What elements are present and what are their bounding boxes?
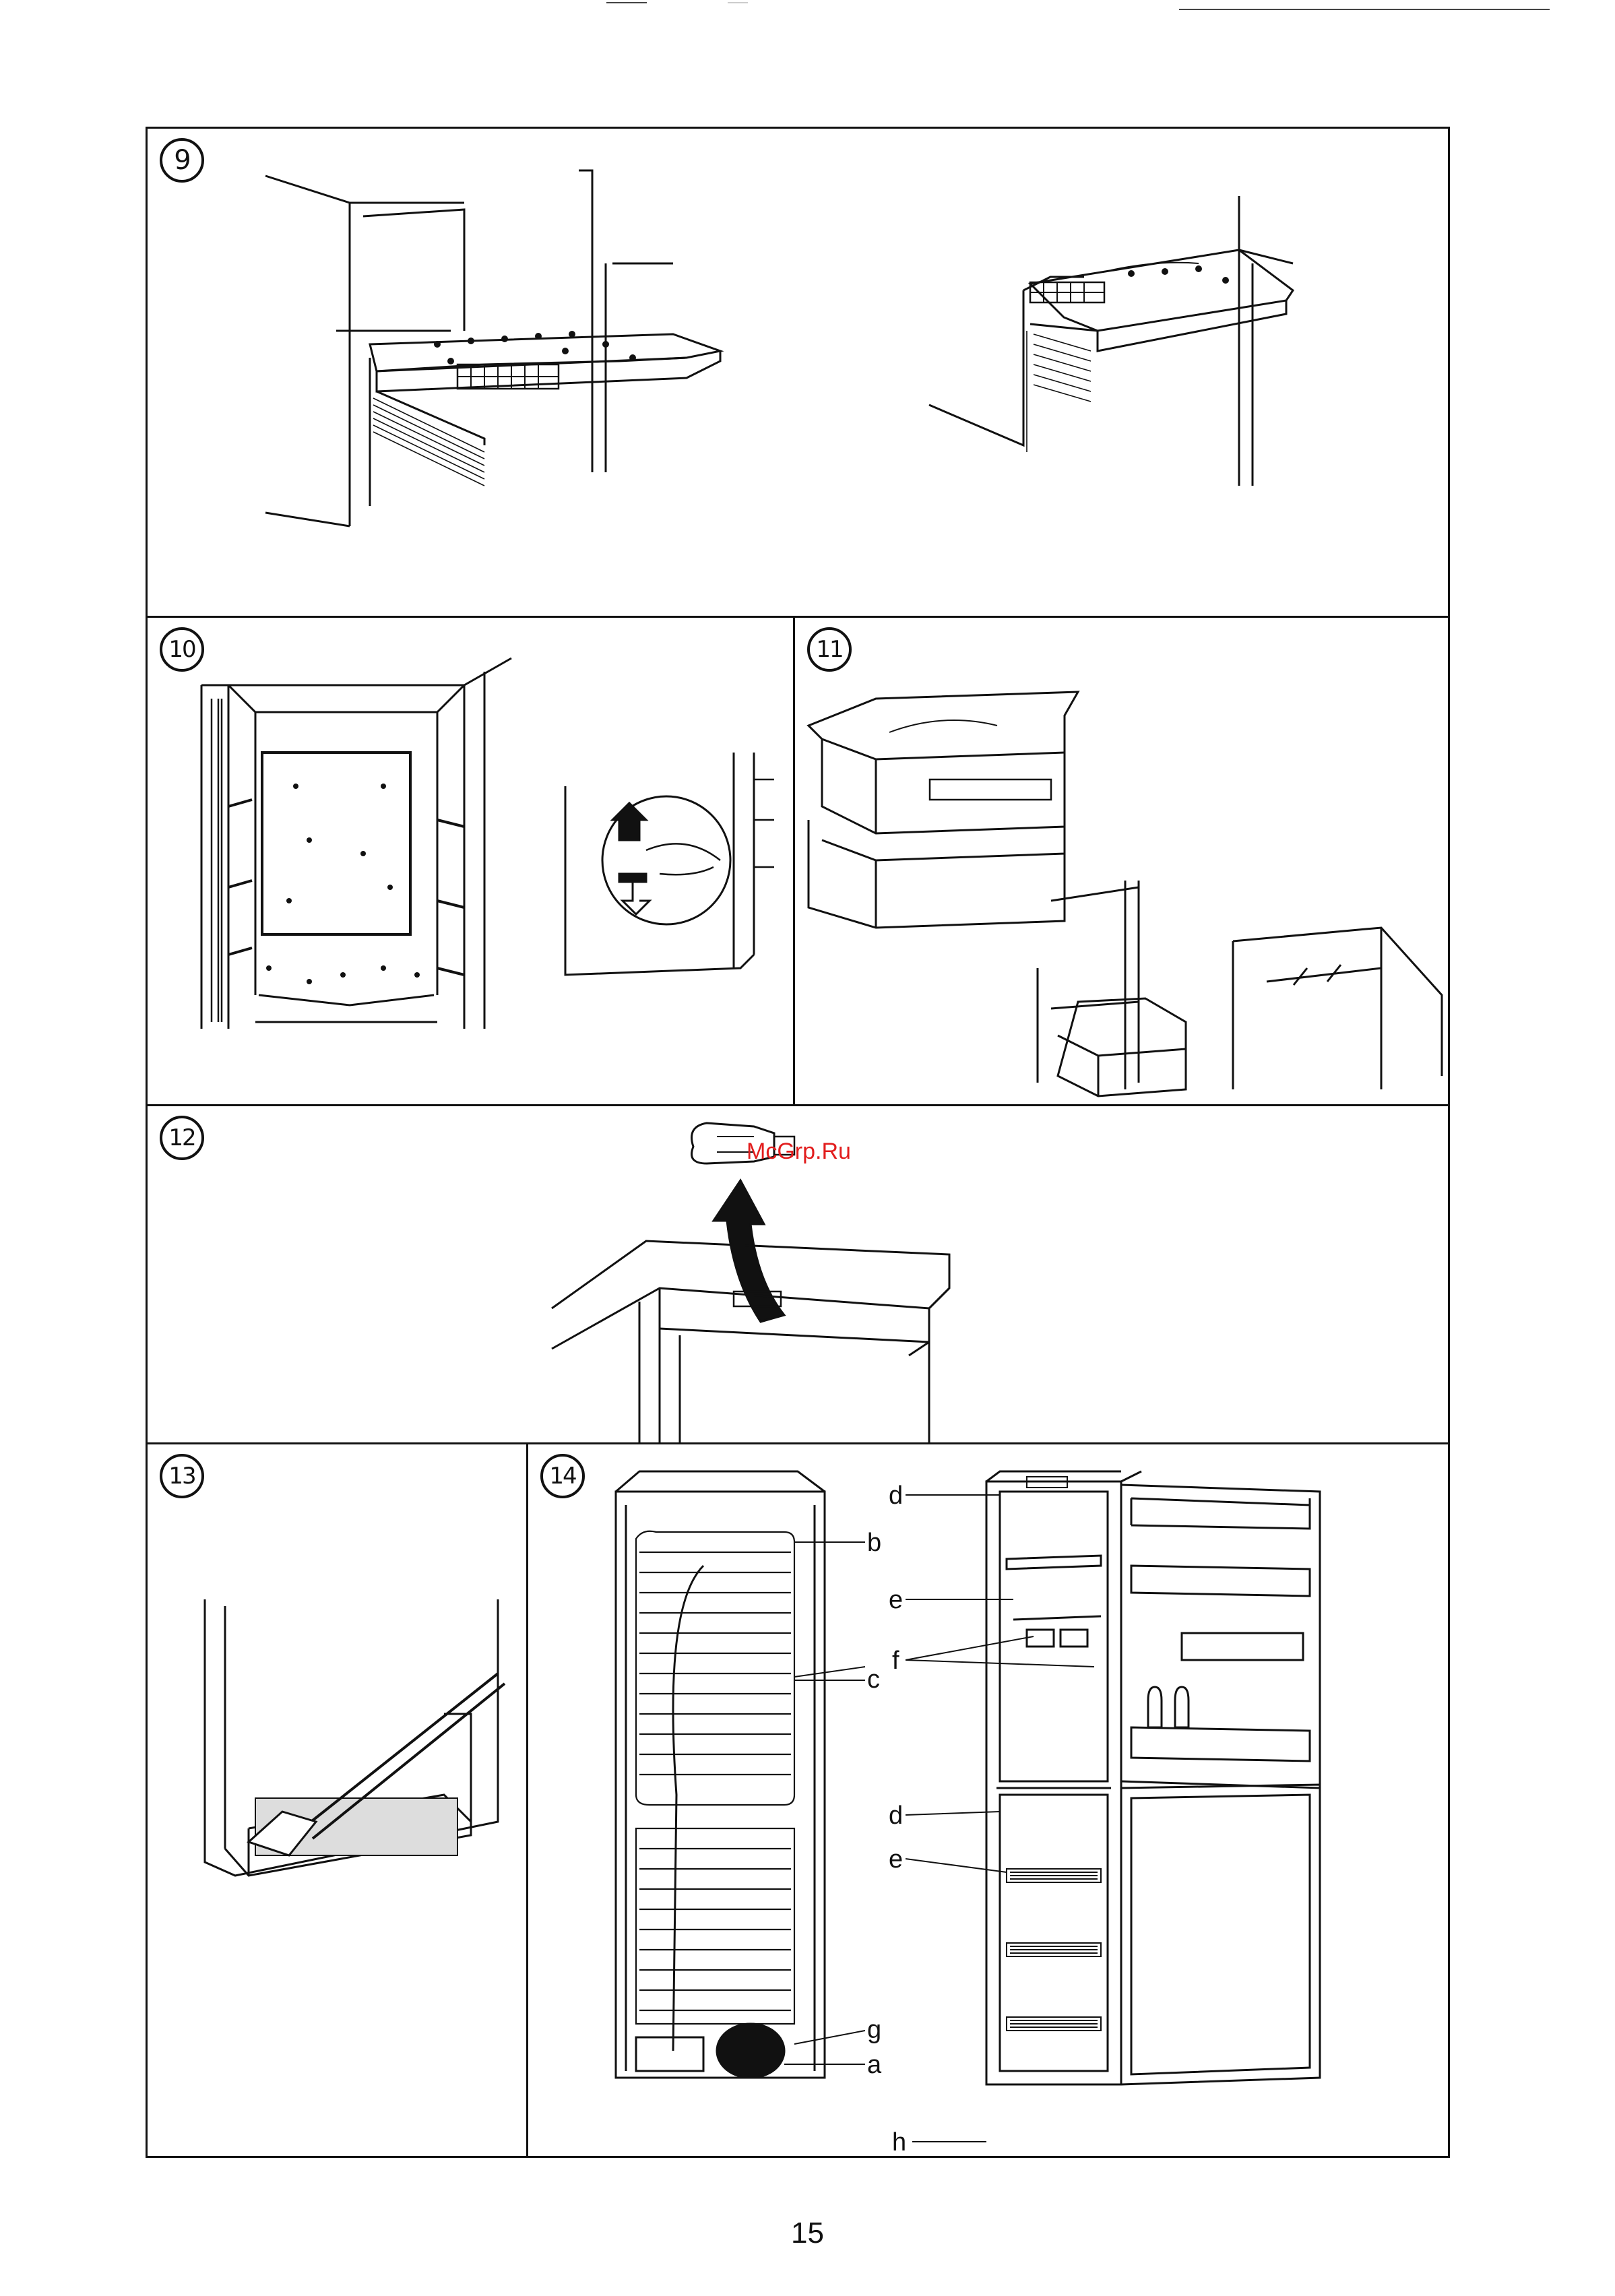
callout-h: h <box>892 2130 906 2155</box>
crisper-drawers-illustration <box>795 618 1448 1104</box>
callout-d-bottom: d <box>889 1803 903 1828</box>
callout-e-bottom: e <box>889 1847 903 1872</box>
drain-channel-cleaning-illustration <box>148 1444 526 2158</box>
figure-11-panel: 11 <box>795 618 1448 1104</box>
figure-9-panel: 9 <box>148 129 1448 616</box>
scan-marks <box>0 0 1615 20</box>
page-number: 15 <box>0 2217 1615 2250</box>
fridge-rear-and-front-illustration <box>528 1444 1448 2158</box>
freezer-defrost-illustration <box>148 618 793 1104</box>
callout-d-top: d <box>889 1483 903 1508</box>
figure-14-panel: 14 <box>528 1444 1448 2158</box>
callout-f: f <box>892 1648 899 1673</box>
callout-b: b <box>867 1530 881 1556</box>
figure-13-panel: 13 <box>148 1444 526 2158</box>
ice-tray-drawer-illustration <box>148 129 1448 616</box>
callout-a: a <box>867 2052 881 2078</box>
callout-g: g <box>867 2017 881 2043</box>
figure-10-panel: 10 <box>148 618 793 1104</box>
callout-c: c <box>867 1667 880 1692</box>
callout-e-top: e <box>889 1587 903 1613</box>
watermark-text: McGrp.Ru <box>747 1139 851 1165</box>
